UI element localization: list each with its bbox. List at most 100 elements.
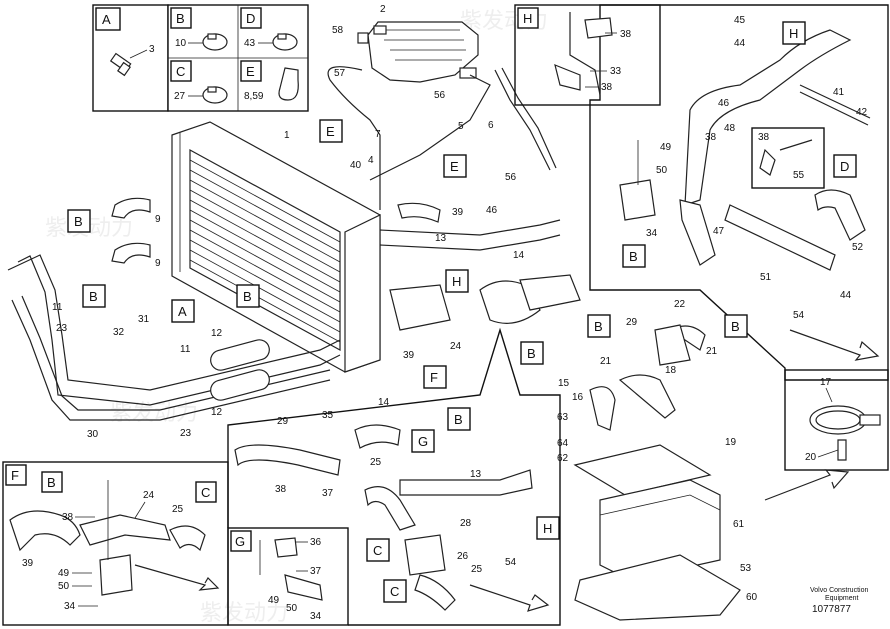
callout-f-24: 24 <box>143 490 155 501</box>
callout-g-49: 49 <box>268 595 280 606</box>
callout-f-34: 34 <box>64 601 76 612</box>
callout-f-49: 49 <box>58 568 70 579</box>
callout-f-50: 50 <box>58 581 70 592</box>
inset-f: F 24 38 25 39 49 50 34 B C <box>2 461 229 626</box>
callout-number: 31 <box>138 314 150 325</box>
callout-f-38: 38 <box>62 512 74 523</box>
callout-f-25: 25 <box>172 504 184 515</box>
letter-g: G <box>235 534 245 549</box>
callout-f-39: 39 <box>22 558 34 569</box>
letter-box-a <box>95 7 121 31</box>
callout-g-36: 36 <box>310 537 322 548</box>
callout-number: 58 <box>332 25 344 36</box>
callout-number: 54 <box>793 310 805 321</box>
callout-g-34: 34 <box>310 611 322 622</box>
hose-9-lower <box>111 242 151 264</box>
inset-center-bottom <box>227 327 561 626</box>
letter-b-center: B <box>454 412 463 427</box>
callout-number: 53 <box>740 563 752 574</box>
inset-h-top: H 38 33 38 <box>514 4 661 106</box>
callout-number: 21 <box>706 346 718 357</box>
callout-number: 23 <box>56 323 68 334</box>
inset-bcde: B D C E 10 43 27 8,59 <box>167 4 309 112</box>
letter-h-center: H <box>543 521 552 536</box>
callout-h-33: 33 <box>610 66 622 77</box>
letter-c-inset-f: C <box>201 485 210 500</box>
letter-b-inset-f: B <box>47 475 56 490</box>
letter-a: A <box>102 12 111 27</box>
letter-h: H <box>523 11 532 26</box>
callout-number: 44 <box>734 38 746 49</box>
callout-number: 44 <box>840 290 852 301</box>
letter-a-main: A <box>178 304 187 319</box>
inset-h-frame <box>514 4 661 106</box>
callout-number: 64 <box>557 438 569 449</box>
inset-g: G 36 37 49 50 34 <box>227 527 349 626</box>
callout-number: 51 <box>760 272 772 283</box>
inset-right-top <box>589 4 889 381</box>
callout-number: 32 <box>113 327 125 338</box>
callout-number: 2 <box>380 4 386 15</box>
callout-20: 20 <box>805 452 817 463</box>
direction-arrow <box>789 329 880 361</box>
letter-g-center: G <box>418 434 428 449</box>
callout-number: 16 <box>572 392 584 403</box>
callout-number: 29 <box>277 416 289 427</box>
callout-number: 40 <box>350 160 362 171</box>
callout-number: 25 <box>471 564 483 575</box>
inset-clamp-17: 17 20 <box>784 369 889 471</box>
callout-number: 34 <box>646 228 658 239</box>
callout-number: 13 <box>470 469 482 480</box>
letter-b-main7: B <box>629 249 638 264</box>
letter-c-center: C <box>373 543 382 558</box>
inset-a: A 3 <box>92 4 169 112</box>
callout-number: 39 <box>403 350 415 361</box>
callout-number: 22 <box>674 299 686 310</box>
callout-number: 26 <box>457 551 469 562</box>
letter-b-main5: B <box>594 319 603 334</box>
doc-number: 1077877 <box>812 604 851 615</box>
watermark-text-cn: 紫发动力 <box>200 600 288 625</box>
callout-number: 29 <box>626 317 638 328</box>
letter-e: E <box>246 64 255 79</box>
callout-number: 21 <box>600 356 612 367</box>
callout-number: 38 <box>758 132 770 143</box>
callout-number: 45 <box>734 15 746 26</box>
callout-number: 30 <box>87 429 99 440</box>
cooler-assembly <box>573 324 850 621</box>
callout-number: 9 <box>155 214 161 225</box>
brand-line2: Equipment <box>825 595 859 602</box>
callout-number: 50 <box>656 165 668 176</box>
callout-number: 37 <box>322 488 334 499</box>
callout-number: 49 <box>660 142 672 153</box>
callout-number: 23 <box>180 428 192 439</box>
callout-number: 48 <box>724 123 736 134</box>
callout-number: 57 <box>334 68 346 79</box>
callout-h-38a: 38 <box>620 29 632 40</box>
callout-b-10: 10 <box>175 38 187 49</box>
callout-number: 35 <box>322 410 334 421</box>
letter-e-main2: E <box>450 159 459 174</box>
letter-b-main4: B <box>527 346 536 361</box>
callout-number: 12 <box>211 407 223 418</box>
letter-c-center2: C <box>390 584 399 599</box>
callout-number: 52 <box>852 242 864 253</box>
letter-b-main6: B <box>731 319 740 334</box>
letter-d-right: D <box>840 159 849 174</box>
callout-number: 56 <box>434 90 446 101</box>
callout-number: 14 <box>378 397 390 408</box>
callout-number: 61 <box>733 519 745 530</box>
callout-c-27: 27 <box>174 91 186 102</box>
callout-number: 5 <box>458 121 464 132</box>
callout-number: 14 <box>513 250 525 261</box>
hose-9-upper <box>111 197 151 219</box>
callout-number: 11 <box>180 344 191 355</box>
callout-17: 17 <box>820 377 832 388</box>
callout-number: 46 <box>486 205 498 216</box>
callout-number: 24 <box>450 341 462 352</box>
callout-number: 4 <box>368 155 374 166</box>
callout-g-37: 37 <box>310 566 322 577</box>
letter-d: D <box>246 11 255 26</box>
